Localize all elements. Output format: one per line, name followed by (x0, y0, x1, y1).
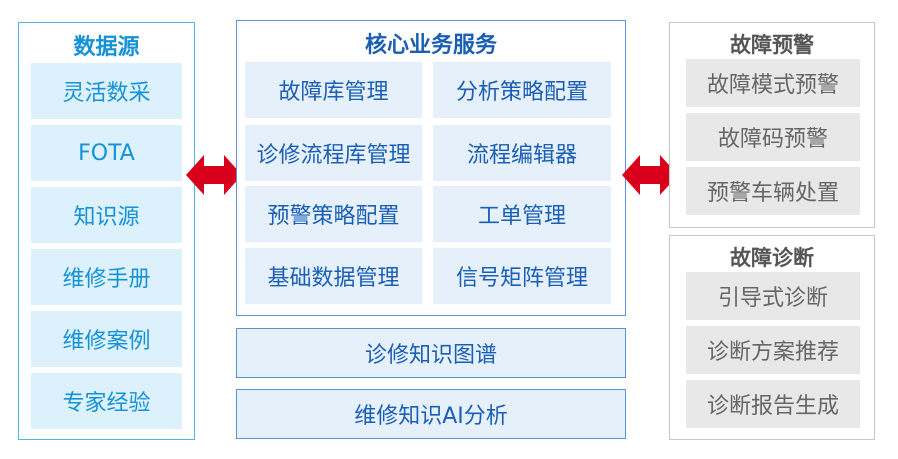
data-source-item: 维修案例 (31, 311, 182, 367)
core-service-item: 流程编辑器 (433, 125, 611, 181)
core-service-item: 诊修流程库管理 (245, 125, 422, 181)
data-source-item: 维修手册 (31, 249, 182, 305)
core-services-panel: 核心业务服务 故障库管理 分析策略配置 诊修流程库管理 流程编辑器 预警策略配置… (236, 20, 626, 316)
bidirectional-arrow-icon (622, 155, 678, 195)
bidirectional-arrow-icon (186, 155, 242, 195)
fault-diagnosis-item: 诊断报告生成 (686, 380, 860, 428)
fault-warning-panel: 故障预警 故障模式预警 故障码预警 预警车辆处置 (669, 22, 875, 228)
fault-warning-title: 故障预警 (730, 33, 814, 57)
fault-diagnosis-panel: 故障诊断 引导式诊断 诊断方案推荐 诊断报告生成 (669, 235, 875, 440)
core-service-item: 基础数据管理 (245, 248, 422, 304)
fault-warning-item: 故障模式预警 (686, 59, 860, 107)
data-source-item: 灵活数采 (31, 63, 182, 119)
core-service-item: 故障库管理 (245, 62, 422, 118)
knowledge-graph-box: 诊修知识图谱 (236, 328, 626, 378)
core-service-item: 工单管理 (433, 186, 611, 242)
core-service-item: 分析策略配置 (433, 62, 611, 118)
fault-warning-item: 故障码预警 (686, 113, 860, 161)
data-source-item: 知识源 (31, 187, 182, 243)
data-source-item: FOTA (31, 125, 182, 181)
ai-analysis-box: 维修知识AI分析 (236, 389, 626, 439)
fault-warning-item: 预警车辆处置 (686, 167, 860, 215)
data-source-title: 数据源 (73, 35, 140, 60)
data-source-item: 专家经验 (31, 373, 182, 429)
fault-diagnosis-title: 故障诊断 (730, 246, 814, 270)
core-service-item: 预警策略配置 (245, 186, 422, 242)
core-services-title: 核心业务服务 (364, 33, 497, 58)
data-source-panel: 数据源 灵活数采 FOTA 知识源 维修手册 维修案例 专家经验 (18, 22, 195, 440)
fault-diagnosis-item: 诊断方案推荐 (686, 326, 860, 374)
core-service-item: 信号矩阵管理 (433, 248, 611, 304)
fault-diagnosis-item: 引导式诊断 (686, 272, 860, 320)
